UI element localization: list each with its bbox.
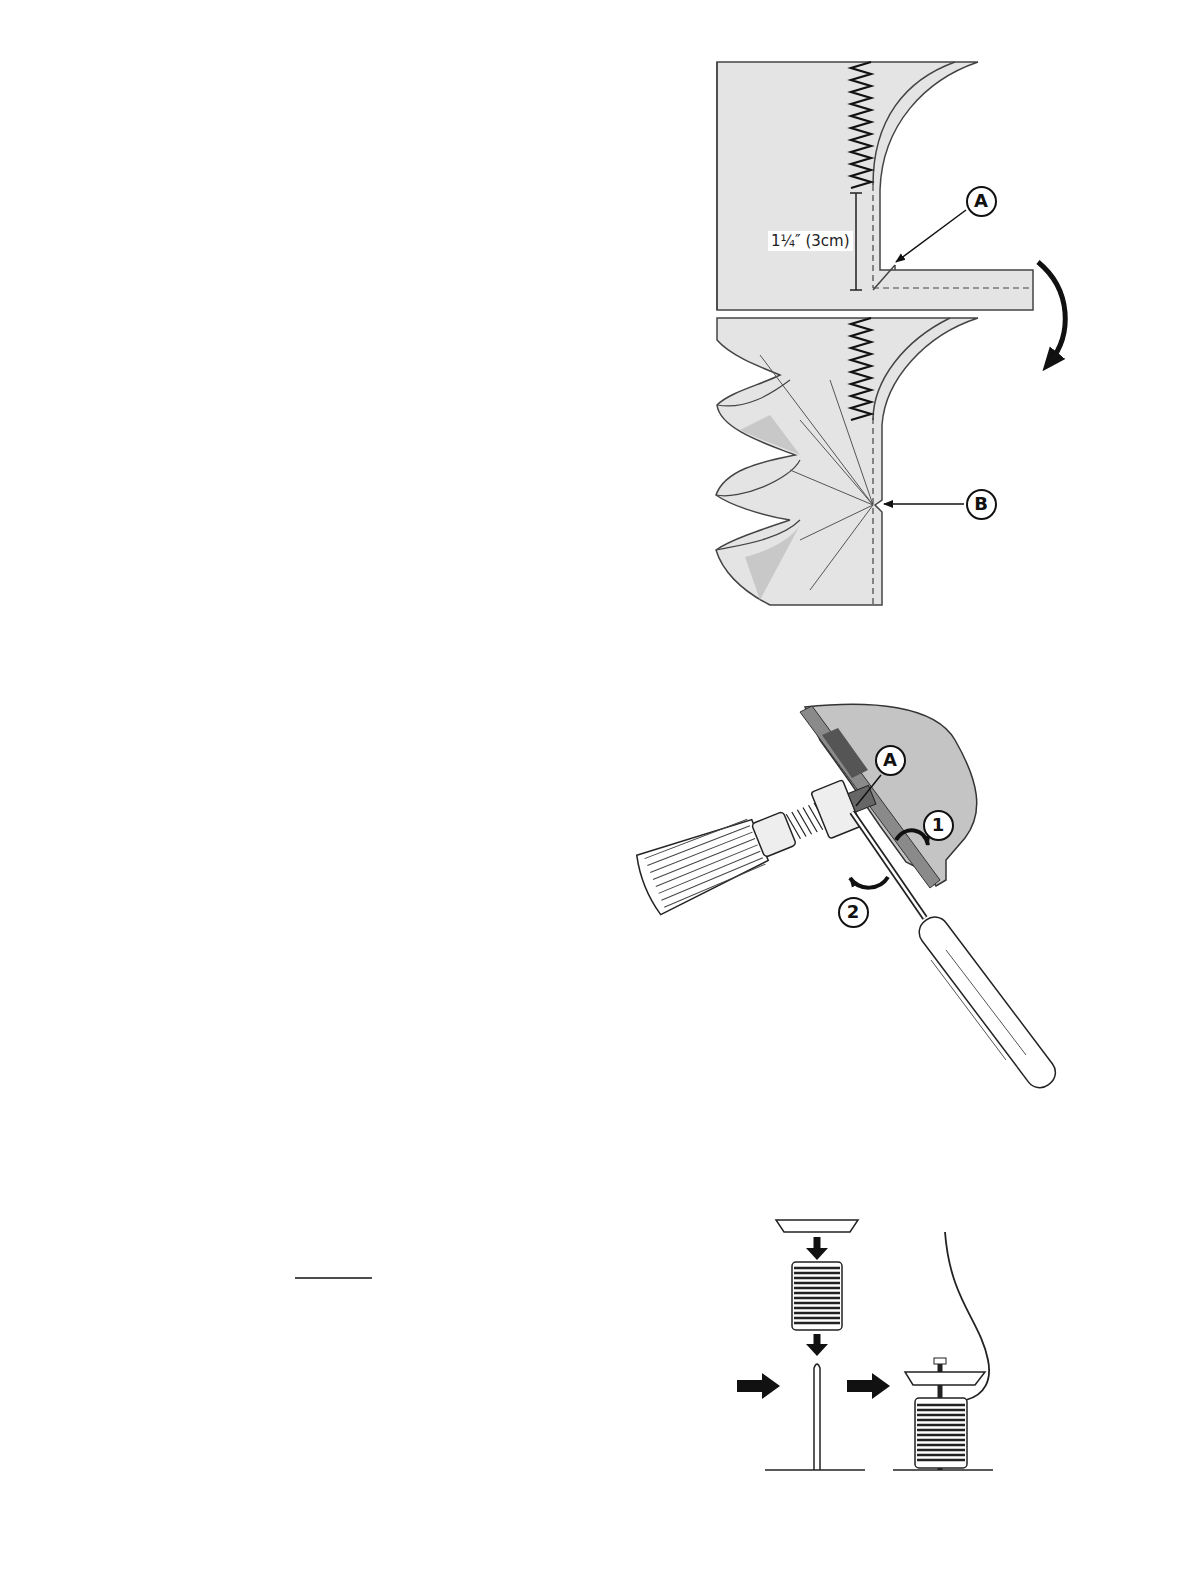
detail-stroke <box>917 1439 965 1441</box>
tension-knob <box>633 765 884 916</box>
overlock-stitch <box>851 62 871 188</box>
spool-assembly <box>737 1220 993 1470</box>
screwdriver <box>852 812 1061 1093</box>
detail-stroke <box>917 1414 965 1416</box>
detail-stroke <box>647 824 750 867</box>
detail-stroke <box>917 1429 965 1431</box>
gathered-fabric <box>716 318 978 605</box>
leader-line <box>856 775 881 806</box>
overlock-stitch <box>851 318 871 420</box>
detail-stroke <box>650 831 752 873</box>
leader-line <box>896 210 966 262</box>
detail-stroke <box>917 1449 965 1451</box>
detail-stroke <box>792 811 806 838</box>
callout-circle: 2 <box>838 897 869 928</box>
dimension-label: 1¼″ (3cm) <box>768 231 853 251</box>
turn-arrow <box>1038 262 1065 362</box>
detail-stroke <box>794 1312 840 1314</box>
rotate-arrow <box>896 830 928 845</box>
detail-stroke <box>663 864 766 907</box>
detail-stroke <box>794 1287 840 1289</box>
detail-stroke <box>917 1419 965 1421</box>
detail-stroke <box>794 1282 840 1284</box>
detail-stroke <box>794 1307 840 1309</box>
detail-stroke <box>794 1272 840 1274</box>
detail-stroke <box>794 1322 840 1324</box>
detail-stroke <box>794 1317 840 1319</box>
detail-stroke <box>917 1424 965 1426</box>
detail-stroke <box>794 1302 840 1304</box>
rotate-arrow <box>850 877 888 888</box>
detail-stroke <box>917 1409 965 1411</box>
detail-stroke <box>786 813 800 840</box>
callout-letter: B <box>974 495 988 513</box>
detail-stroke <box>794 1292 840 1294</box>
detail-stroke <box>794 1277 840 1279</box>
callout-circle: B <box>966 489 997 520</box>
fabric-corner <box>717 62 1033 310</box>
detail-stroke <box>917 1459 965 1461</box>
callout-letter: 2 <box>847 903 860 921</box>
detail-stroke <box>653 838 755 879</box>
detail-stroke <box>917 1454 965 1456</box>
detail-stroke <box>656 845 758 887</box>
callout-circle: A <box>875 745 906 776</box>
detail-stroke <box>917 1444 965 1446</box>
detail-stroke <box>917 1404 965 1406</box>
detail-stroke <box>794 1297 840 1299</box>
callout-circle: A <box>966 186 997 217</box>
underline <box>295 1277 372 1279</box>
detail-stroke <box>917 1434 965 1436</box>
callout-letter: A <box>883 751 897 769</box>
detail-stroke <box>661 858 764 901</box>
leader-line <box>884 503 964 505</box>
callout-letter: A <box>974 192 988 210</box>
detail-stroke <box>794 1267 840 1269</box>
detail-stroke <box>803 806 817 833</box>
detail-stroke <box>797 808 811 835</box>
callout-letter: 1 <box>932 816 945 834</box>
callout-circle: 1 <box>923 810 954 841</box>
